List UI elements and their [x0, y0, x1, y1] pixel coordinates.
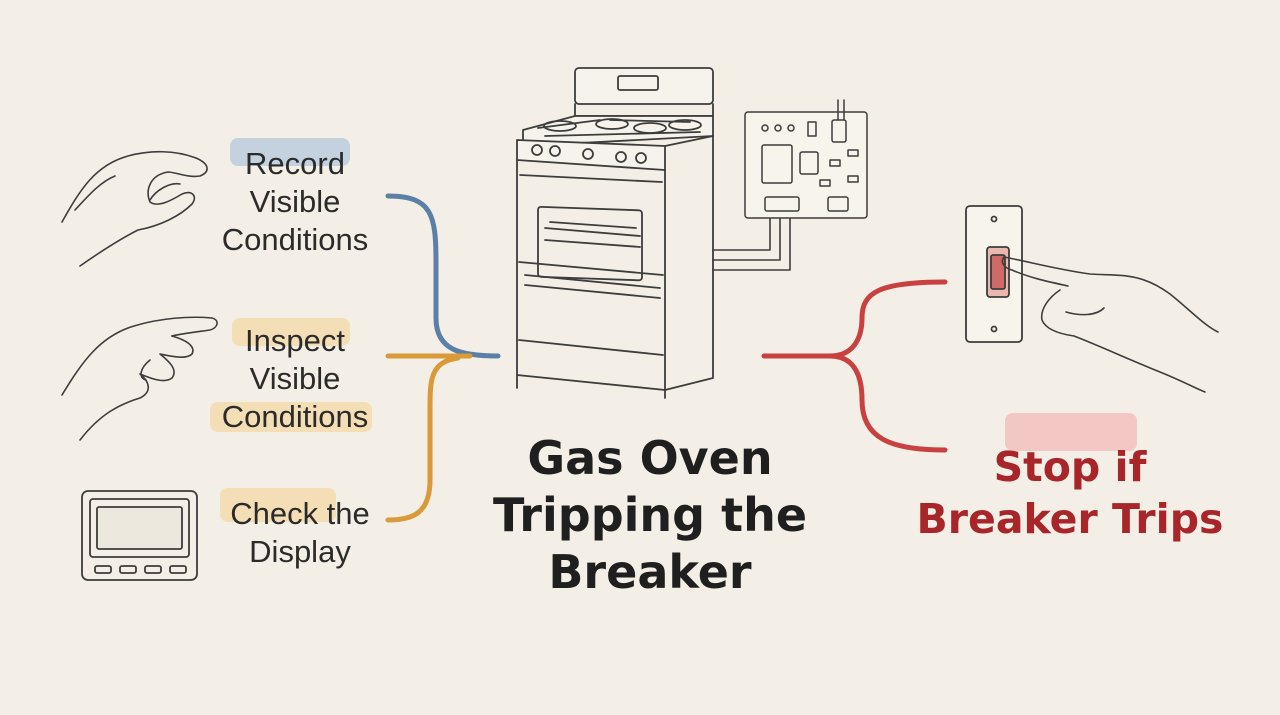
step-inspect-label: Inspect Visible Conditions: [200, 322, 390, 436]
step-inspect-line-1: Inspect: [245, 323, 345, 358]
title-line-1: Gas Oven: [527, 431, 773, 485]
inspect-highlight-top: [232, 318, 350, 346]
step-inspect-line-2: Visible: [249, 361, 341, 396]
step-record-line-1: Record: [245, 146, 345, 181]
step-check-label: Check the Display: [205, 495, 395, 571]
stop-warning-line-2: Breaker Trips: [916, 495, 1224, 543]
step-record-line-3: Conditions: [221, 222, 369, 257]
pointing-hand-icon: [61, 316, 218, 441]
diagram-title: Gas Oven Tripping the Breaker: [470, 430, 830, 601]
breaker-switch-icon: [965, 205, 1023, 343]
control-display-icon: [81, 490, 198, 581]
step-record-label: Record Visible Conditions: [200, 145, 390, 259]
step-record-line-2: Visible: [249, 184, 341, 219]
orange-connector-bottom: [385, 355, 461, 523]
stop-highlight: [1005, 413, 1137, 451]
finger-pressing-switch-icon: [1001, 256, 1219, 393]
check-highlight: [220, 488, 336, 522]
step-inspect-line-3: Conditions: [221, 399, 369, 434]
title-line-3: Breaker: [548, 545, 752, 599]
step-check-line-1: Check the: [230, 496, 370, 531]
title-line-2: Tripping the: [492, 488, 808, 542]
blue-connector: [385, 193, 501, 359]
gas-range-oven-icon: [516, 67, 714, 399]
record-highlight: [230, 138, 350, 166]
red-connector: [761, 279, 948, 453]
inspect-highlight-bottom: [210, 402, 372, 432]
stop-warning-line-1: Stop if: [993, 443, 1147, 491]
control-board-icon: [744, 99, 868, 219]
stop-warning-label: Stop if Breaker Trips: [905, 441, 1235, 545]
oven-wiring: [712, 209, 791, 271]
step-check-line-2: Display: [249, 534, 351, 569]
pinching-hand-icon: [61, 150, 208, 267]
